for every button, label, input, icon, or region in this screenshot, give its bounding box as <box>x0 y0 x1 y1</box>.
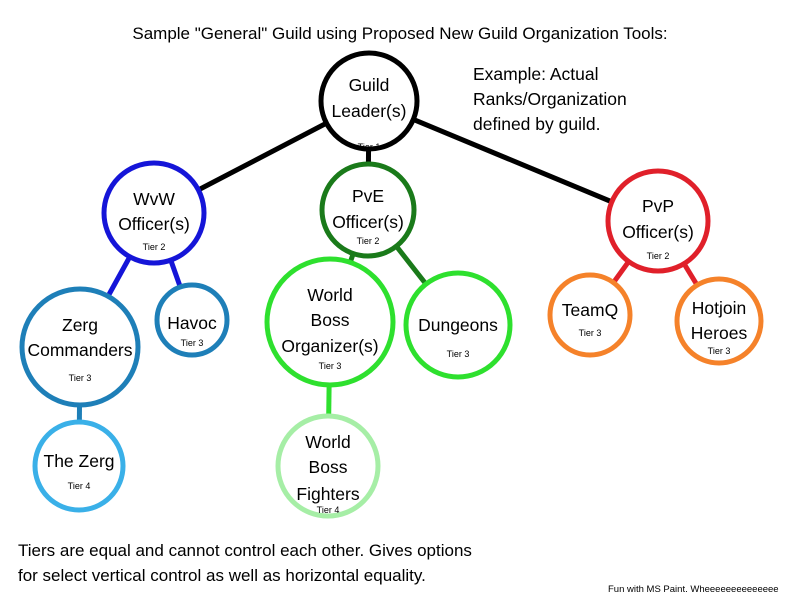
node-circle <box>101 160 207 266</box>
node-tier-label: Tier 3 <box>579 328 602 338</box>
node-label-line: Heroes <box>691 323 748 343</box>
node-label-line: TeamQ <box>562 300 618 320</box>
node-label-line: Guild <box>349 75 390 95</box>
node-tier-label: Tier 3 <box>319 361 342 371</box>
node-tier-label: Tier 2 <box>357 236 380 246</box>
node-circle <box>32 419 126 513</box>
node-label-line: Leader(s) <box>332 101 407 121</box>
node-label-line: Officer(s) <box>118 214 190 234</box>
node-circle <box>19 286 141 408</box>
node-label-line: Fighters <box>296 484 359 504</box>
node-pve-officer: PvE Officer(s) Tier 2 <box>319 161 417 259</box>
node-label-line: PvE <box>352 186 384 206</box>
node-label-line: World <box>305 432 350 452</box>
node-tier-label: Tier 3 <box>181 338 204 348</box>
page-title: Sample "General" Guild using Proposed Ne… <box>132 24 668 43</box>
node-label-line: Officer(s) <box>622 222 694 242</box>
footer-note-line: Tiers are equal and cannot control each … <box>18 541 472 560</box>
node-circle <box>547 272 633 358</box>
node-circle <box>674 276 764 366</box>
node-wvw-officer: WvW Officer(s) Tier 2 <box>101 160 207 266</box>
node-circle <box>264 256 396 388</box>
node-tier-label: Tier 3 <box>708 346 731 356</box>
edges-layer <box>76 98 722 467</box>
node-label-line: Dungeons <box>418 315 498 335</box>
node-label-line: World <box>307 285 352 305</box>
node-tier-label: Tier 3 <box>69 373 92 383</box>
node-circle <box>275 413 381 519</box>
node-circle <box>403 270 513 380</box>
node-teamq: TeamQ Tier 3 <box>547 272 633 358</box>
node-label-line: Boss <box>309 457 348 477</box>
example-note-line: Ranks/Organization <box>473 89 627 109</box>
example-note-line: defined by guild. <box>473 114 601 134</box>
credit-text: Fun with MS Paint. Wheeeeeeeeeeeeee <box>608 584 779 595</box>
node-circle <box>319 161 417 259</box>
node-label-line: The Zerg <box>44 451 115 471</box>
node-label-line: PvP <box>642 196 674 216</box>
example-note: Example: Actual Ranks/Organization defin… <box>473 62 627 137</box>
node-label-line: Boss <box>311 310 350 330</box>
node-label-line: Organizer(s) <box>281 336 378 356</box>
node-circle <box>154 282 230 358</box>
node-tier-label: Tier 2 <box>143 242 166 252</box>
node-circle <box>318 50 420 152</box>
node-circle <box>605 168 711 274</box>
example-note-line: Example: Actual <box>473 64 599 84</box>
node-tier-label: Tier 1 <box>358 142 381 152</box>
node-label-line: Commanders <box>27 340 132 360</box>
node-tier-label: Tier 4 <box>317 505 340 515</box>
node-label-line: Zerg <box>62 315 98 335</box>
footer-note: Tiers are equal and cannot control each … <box>18 538 472 588</box>
node-tier-label: Tier 4 <box>68 481 91 491</box>
node-tier-label: Tier 3 <box>447 349 470 359</box>
node-tier-label: Tier 2 <box>647 251 670 261</box>
node-label-line: Havoc <box>167 313 217 333</box>
node-label-line: WvW <box>133 189 175 209</box>
node-pvp-officer: PvP Officer(s) Tier 2 <box>605 168 711 274</box>
footer-note-line: for select vertical control as well as h… <box>18 566 426 585</box>
node-label-line: Hotjoin <box>692 298 746 318</box>
node-label-line: Officer(s) <box>332 212 404 232</box>
